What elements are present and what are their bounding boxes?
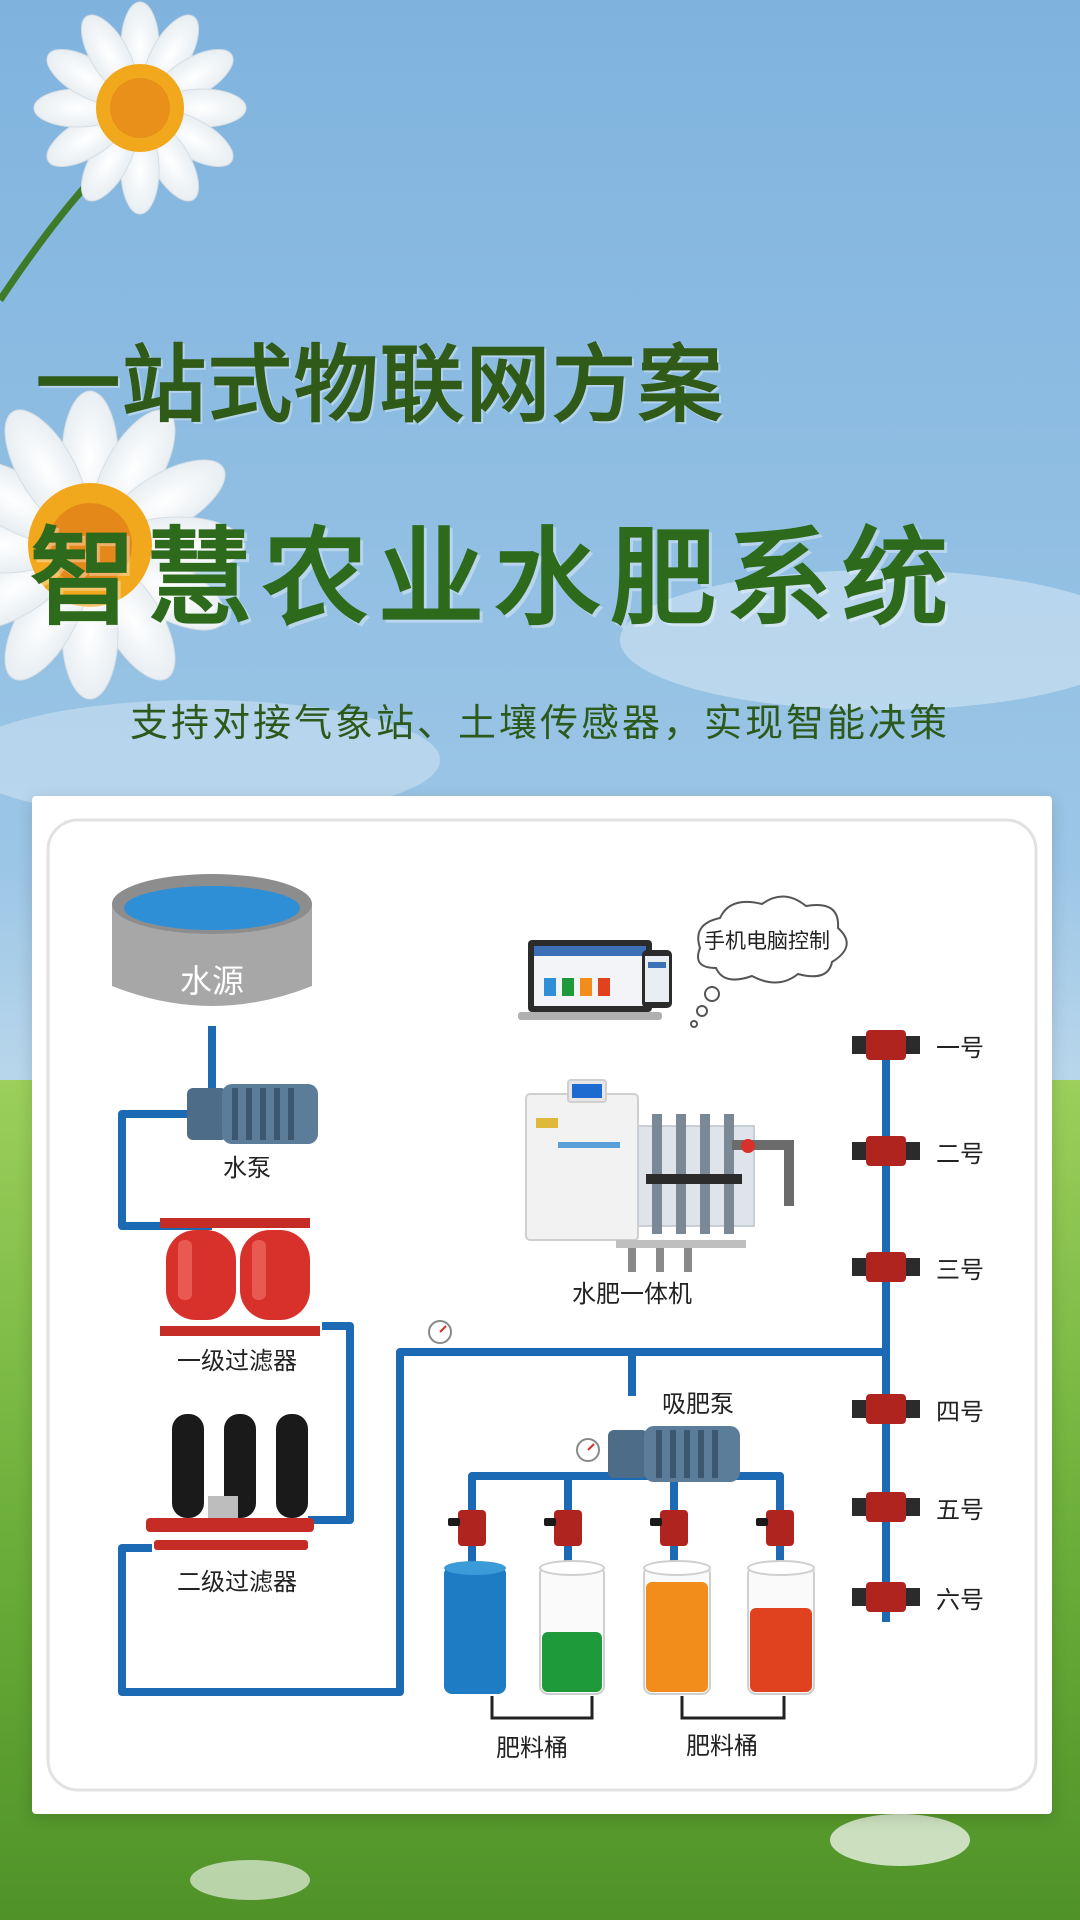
valve-label: 六号 [936, 1586, 984, 1614]
integrated-machine-icon: 水肥一体机 [525, 1079, 794, 1308]
phone-icon [642, 950, 672, 1008]
integrated-machine-label: 水肥一体机 [572, 1280, 692, 1308]
system-diagram: 水源 水泵 一级过滤器 [46, 818, 1038, 1792]
secondary-filter-icon: 二级过滤器 [146, 1414, 314, 1596]
zone-valve-icon: 五号 [852, 1492, 984, 1524]
pressure-gauge-icon [576, 1438, 600, 1462]
fertilizer-bucket-label: 肥料桶 [686, 1732, 758, 1760]
daisy-icon [0, 390, 245, 700]
zone-valve-icon: 二号 [852, 1136, 984, 1168]
fertilizer-tank-red [747, 1560, 815, 1695]
valve-label: 三号 [936, 1256, 984, 1284]
remote-control-label: 手机电脑控制 [704, 929, 830, 953]
secondary-filter-label: 二级过滤器 [177, 1568, 297, 1596]
suction-pump-label: 吸肥泵 [662, 1390, 734, 1418]
zone-valve-icon: 三号 [852, 1252, 984, 1284]
primary-filter-icon: 一级过滤器 [160, 1218, 320, 1375]
daisy-icon [0, 1, 247, 302]
water-source-tank: 水源 [112, 874, 312, 1006]
valve-label: 一号 [936, 1034, 984, 1062]
zone-valves: 一号 二号 三号 四号 [852, 1030, 984, 1614]
fertilizer-tank-blue [444, 1561, 506, 1694]
water-pump-icon: 水泵 [187, 1084, 318, 1182]
fertilizer-bucket-label: 肥料桶 [496, 1734, 568, 1762]
valve-label: 四号 [936, 1398, 984, 1426]
zone-valve-icon: 一号 [852, 1030, 984, 1062]
subtitle: 支持对接气象站、土壤传感器，实现智能决策 [129, 701, 950, 745]
water-pump-label: 水泵 [223, 1154, 271, 1182]
suction-pump-icon: 吸肥泵 [608, 1390, 740, 1482]
system-diagram-panel: 水源 水泵 一级过滤器 [32, 796, 1052, 1814]
pressure-gauge-icon [428, 1320, 452, 1344]
fertilizer-tank-green [539, 1560, 605, 1695]
zone-valve-icon: 四号 [852, 1394, 984, 1426]
laptop-icon [518, 940, 662, 1020]
zone-valve-icon: 六号 [852, 1582, 984, 1614]
fertilizer-tank-orange [643, 1560, 711, 1695]
headline: 一站式物联网方案 [36, 335, 725, 434]
bucket-brackets [490, 1696, 786, 1720]
page-title: 智慧农业水肥系统 [30, 515, 958, 640]
primary-filter-label: 一级过滤器 [177, 1347, 297, 1375]
valve-icon [458, 1510, 794, 1546]
valve-label: 二号 [936, 1140, 984, 1168]
valve-label: 五号 [936, 1496, 984, 1524]
cloud-callout: 手机电脑控制 [690, 895, 848, 1028]
water-source-label: 水源 [180, 962, 244, 1000]
